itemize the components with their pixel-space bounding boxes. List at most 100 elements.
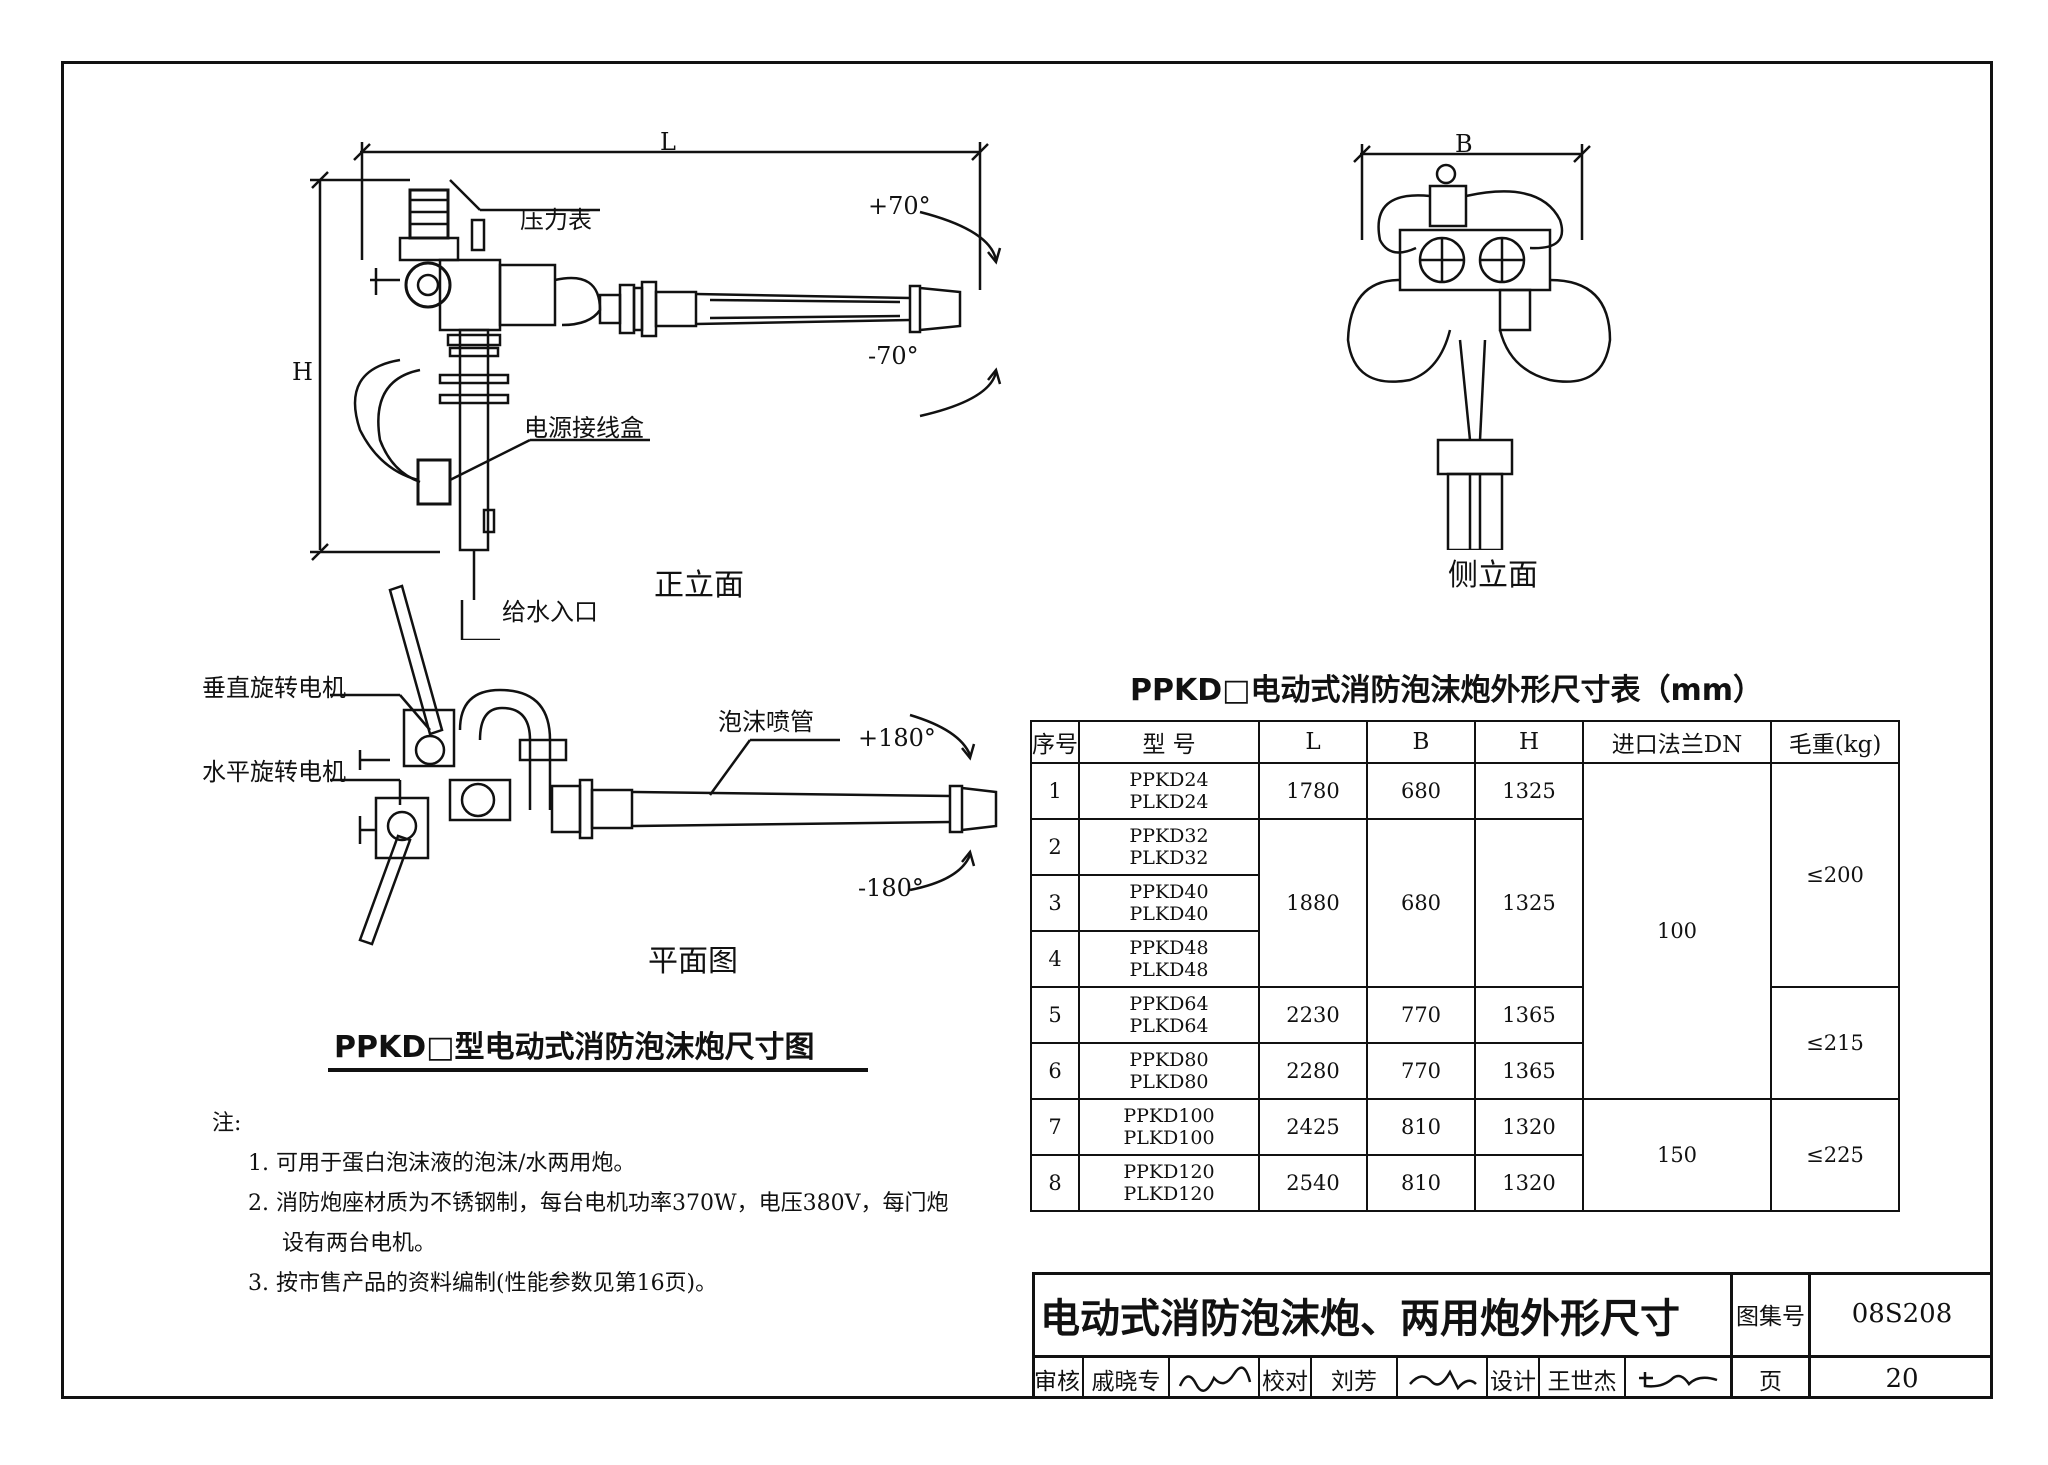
horizontal-motor-label: 水平旋转电机: [202, 758, 346, 786]
checker-name: 刘芳: [1312, 1358, 1398, 1399]
row-L: 2230: [1258, 986, 1368, 1044]
row-B: 770: [1366, 1042, 1476, 1100]
model-a: PPKD32: [1129, 825, 1209, 847]
model-b: PLKD24: [1129, 791, 1209, 813]
row-B: 770: [1366, 986, 1476, 1044]
vertical-motor-label: 垂直旋转电机: [202, 674, 346, 702]
angle-neg-180-label: -180°: [858, 874, 924, 902]
side-view-title: 侧立面: [1448, 558, 1538, 593]
header-weight: 毛重(kg): [1770, 720, 1900, 764]
inlet-dn-150: 150: [1582, 1098, 1772, 1212]
row-no: 4: [1030, 930, 1080, 988]
page-label: 页: [1759, 1368, 1782, 1395]
plan-view-title: 平面图: [648, 944, 738, 979]
drawing-title-underline: [328, 1068, 868, 1072]
row-no: 8: [1030, 1154, 1080, 1212]
reviewer-signature: [1170, 1358, 1260, 1399]
row-H: 1325: [1474, 762, 1584, 820]
designer-signature: [1626, 1358, 1730, 1399]
row-no: 2: [1030, 818, 1080, 876]
side-elevation-drawing: [1346, 144, 1612, 550]
row-B: 680: [1366, 818, 1476, 988]
row-no: 5: [1030, 986, 1080, 1044]
dim-B-label: B: [1455, 130, 1473, 158]
atlas-no-label: 图集号: [1736, 1303, 1805, 1330]
angle-down-label: -70°: [868, 342, 919, 370]
row-L: 1780: [1258, 762, 1368, 820]
weight-200: ≤200: [1770, 762, 1900, 988]
row-B: 810: [1366, 1098, 1476, 1156]
model-b: PLKD64: [1129, 1015, 1209, 1037]
header-inlet-dn: 进口法兰DN: [1582, 720, 1772, 764]
row-no: 7: [1030, 1098, 1080, 1156]
table-title: PPKD□电动式消防泡沫炮外形尺寸表（mm）: [1130, 673, 1763, 708]
review-label: 审核: [1032, 1358, 1084, 1399]
angle-up-label: +70°: [868, 192, 931, 220]
junction-box-label: 电源接线盒: [524, 414, 644, 442]
foam-nozzle-label: 泡沫喷管: [718, 708, 814, 736]
pressure-gauge-label: 压力表: [520, 206, 592, 234]
weight-215: ≤215: [1770, 986, 1900, 1100]
row-no: 6: [1030, 1042, 1080, 1100]
model-a: PPKD120: [1123, 1161, 1215, 1183]
front-view-title: 正立面: [654, 568, 744, 603]
note-item: 1. 可用于蛋白泡沫液的泡沫/水两用炮。: [248, 1151, 636, 1176]
plan-view-drawing: [330, 584, 998, 946]
designer-name: 王世杰: [1540, 1358, 1626, 1399]
dim-L-label: L: [660, 128, 676, 156]
row-H: 1365: [1474, 986, 1584, 1044]
row-no: 3: [1030, 874, 1080, 932]
header-L: L: [1258, 720, 1368, 764]
model-a: PPKD80: [1129, 1049, 1209, 1071]
title-block-divider: [1032, 1355, 1993, 1358]
water-inlet-label: 给水入口: [502, 598, 598, 626]
model-b: PLKD100: [1123, 1127, 1215, 1149]
design-label: 设计: [1488, 1358, 1540, 1399]
row-L: 1880: [1258, 818, 1368, 988]
inlet-dn-100: 100: [1582, 762, 1772, 1100]
reviewer-name: 戚晓专: [1084, 1358, 1170, 1399]
row-B: 810: [1366, 1154, 1476, 1212]
drawing-frame: [61, 61, 1993, 1399]
check-label: 校对: [1260, 1358, 1312, 1399]
angle-pos-180-label: +180°: [858, 724, 936, 752]
title-block: [1032, 1272, 1993, 1399]
model-a: PPKD64: [1129, 993, 1209, 1015]
sheet-main-title: 电动式消防泡沫炮、两用炮外形尺寸: [1040, 1296, 1680, 1342]
model-b: PLKD80: [1129, 1071, 1209, 1093]
model-b: PLKD32: [1129, 847, 1209, 869]
front-elevation-drawing: [310, 142, 1002, 640]
model-a: PPKD100: [1123, 1105, 1215, 1127]
title-block-vline: [1730, 1272, 1733, 1399]
header-B: B: [1366, 720, 1476, 764]
row-L: 2425: [1258, 1098, 1368, 1156]
row-H: 1365: [1474, 1042, 1584, 1100]
atlas-no: 08S208: [1851, 1298, 1953, 1329]
model-a: PPKD24: [1129, 769, 1209, 791]
note-item: 设有两台电机。: [282, 1231, 437, 1256]
row-H: 1320: [1474, 1098, 1584, 1156]
weight-225: ≤225: [1770, 1098, 1900, 1212]
checker-signature: [1398, 1358, 1488, 1399]
note-item: 3. 按市售产品的资料编制(性能参数见第16页)。: [248, 1271, 718, 1296]
header-no: 序号: [1030, 720, 1080, 764]
note-item: 2. 消防炮座材质为不锈钢制，每台电机功率370W，电压380V，每门炮: [248, 1191, 949, 1216]
drawing-title: PPKD□型电动式消防泡沫炮尺寸图: [334, 1030, 815, 1065]
model-b: PLKD48: [1129, 959, 1209, 981]
row-no: 1: [1030, 762, 1080, 820]
notes-heading: 注:: [212, 1111, 242, 1136]
